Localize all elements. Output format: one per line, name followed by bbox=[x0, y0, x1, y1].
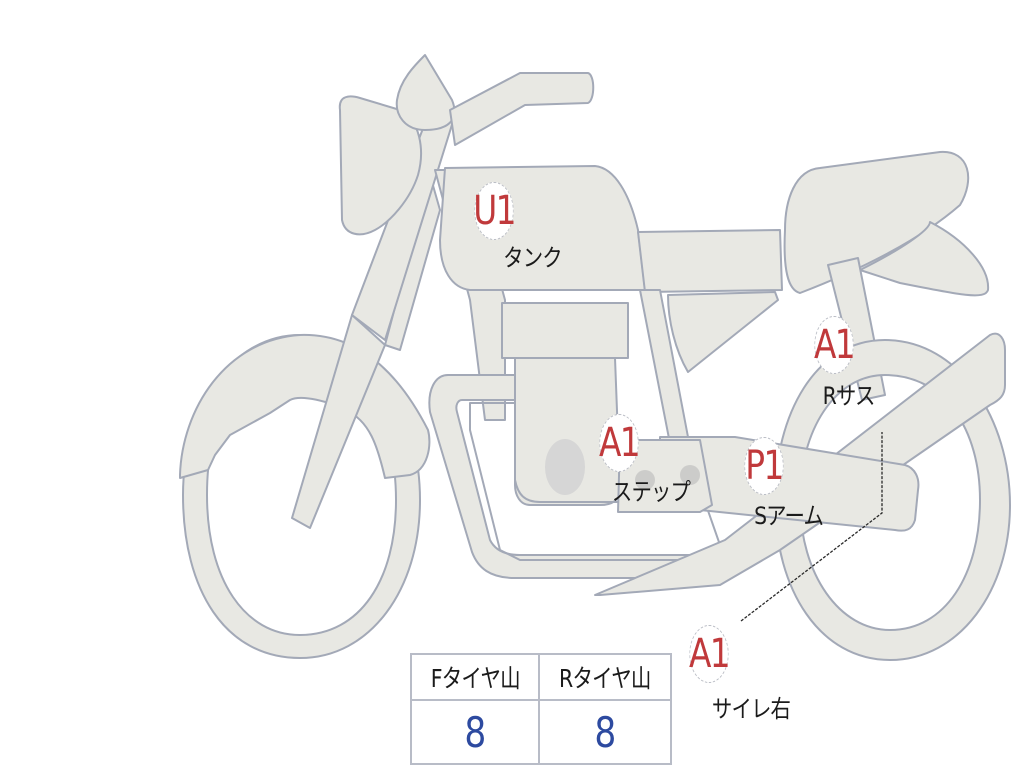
callout-swingarm-label-wrap: Sアーム bbox=[748, 500, 829, 531]
grade-badge: A1 bbox=[814, 316, 856, 374]
callout-rear-suspension-label-wrap: Rサス bbox=[818, 380, 879, 411]
part-label-step: ステップ bbox=[611, 478, 691, 506]
callout-step-label-wrap: ステップ bbox=[605, 476, 697, 507]
seat-rear bbox=[783, 150, 970, 294]
rear-tire-tread-value: 8 bbox=[538, 699, 672, 765]
seat-front bbox=[637, 229, 783, 293]
handlebar bbox=[449, 72, 595, 146]
grade-badge: U1 bbox=[473, 182, 516, 240]
headlight bbox=[338, 95, 422, 236]
part-label-rear-suspension: Rサス bbox=[822, 382, 876, 410]
muffler bbox=[594, 332, 1006, 596]
callout-rear-suspension[interactable]: A1 bbox=[810, 316, 858, 374]
front-tire-tread-value: 8 bbox=[409, 699, 541, 765]
part-label-muffler-right: サイレ右 bbox=[711, 695, 791, 723]
tire-tread-table: Fタイヤ山 Rタイヤ山 8 8 bbox=[409, 653, 672, 765]
callout-tank[interactable]: U1 bbox=[470, 182, 518, 240]
callout-muffler-right[interactable]: A1 bbox=[685, 625, 733, 683]
front-fork bbox=[291, 109, 456, 529]
front-fender bbox=[179, 333, 431, 479]
grade-badge: A1 bbox=[689, 625, 731, 683]
side-cover bbox=[667, 291, 779, 373]
meter bbox=[395, 54, 456, 131]
engine-head bbox=[501, 302, 629, 359]
step-bracket bbox=[617, 439, 713, 513]
callout-step[interactable]: A1 bbox=[595, 414, 643, 472]
rear-cowl bbox=[859, 221, 990, 297]
part-label-swingarm: Sアーム bbox=[754, 502, 824, 530]
grade-badge: P1 bbox=[744, 437, 784, 495]
callout-tank-label-wrap: タンク bbox=[498, 242, 567, 273]
callout-muffler-right-label-wrap: サイレ右 bbox=[705, 693, 797, 724]
grade-badge: A1 bbox=[599, 414, 641, 472]
part-label-tank: タンク bbox=[503, 244, 563, 272]
front-tire-tread-header: Fタイヤ山 bbox=[409, 653, 541, 701]
callout-swingarm[interactable]: P1 bbox=[740, 437, 788, 495]
rear-tire-tread-header: Rタイヤ山 bbox=[538, 653, 672, 701]
